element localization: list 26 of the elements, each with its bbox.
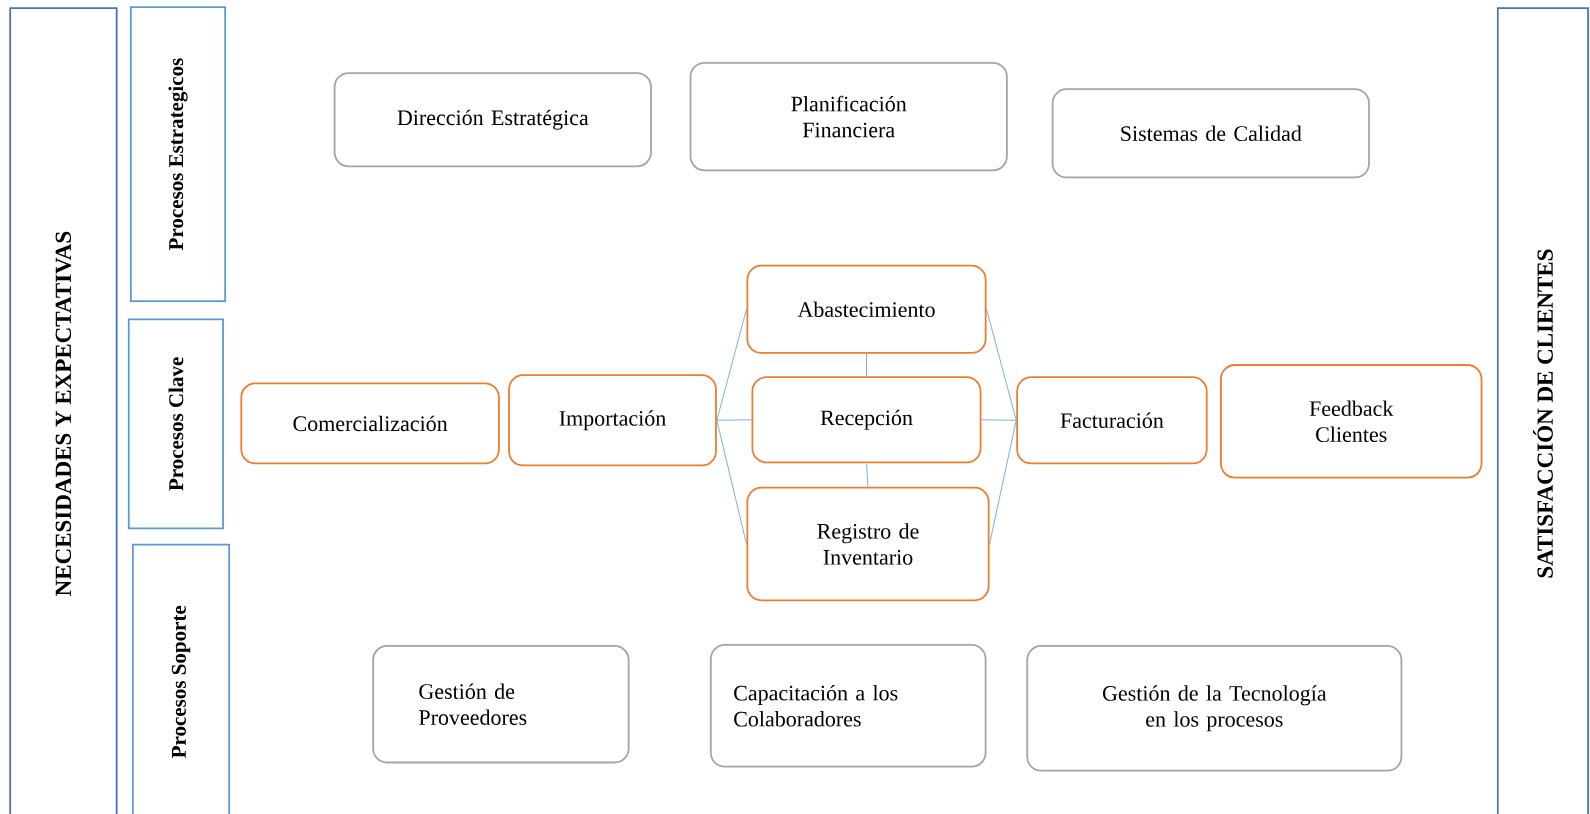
- connector-line: [981, 419, 1017, 421]
- process-group-label: Procesos Clave: [127, 318, 224, 530]
- side-band: SATISFACCIÓN DE CLIENTES: [1496, 7, 1589, 814]
- process-box: Sistemas de Calidad: [1051, 88, 1370, 179]
- side-band: NECESIDADES Y EXPECTATIVAS: [9, 7, 118, 814]
- key-process-box: Comercialización: [240, 382, 500, 465]
- key-process-box: Feedback Clientes: [1220, 364, 1483, 479]
- connector-line: [866, 353, 867, 377]
- process-box: Dirección Estratégica: [333, 72, 652, 168]
- key-process-box: Registro de Inventario: [746, 486, 990, 602]
- process-box: Gestión de la Tecnología en los procesos: [1026, 645, 1403, 772]
- process-group-label: Procesos Soporte: [131, 543, 231, 814]
- process-box: Gestión de Proveedores: [372, 645, 630, 764]
- connector-line: [716, 419, 747, 545]
- process-box: Planificación Financiera: [689, 61, 1008, 172]
- connector-line: [989, 419, 1017, 545]
- connector-line: [716, 308, 747, 421]
- key-process-box: Facturación: [1016, 376, 1208, 465]
- key-process-box: Recepción: [751, 376, 982, 464]
- process-box: Capacitación a los Colaboradores: [709, 644, 987, 768]
- connector-line: [716, 419, 752, 421]
- key-process-box: Abastecimiento: [746, 264, 987, 354]
- key-process-box: Importación: [508, 374, 717, 467]
- process-group-label: Procesos Estrategicos: [129, 6, 227, 303]
- connector-line: [986, 308, 1017, 421]
- connector-line: [866, 462, 869, 488]
